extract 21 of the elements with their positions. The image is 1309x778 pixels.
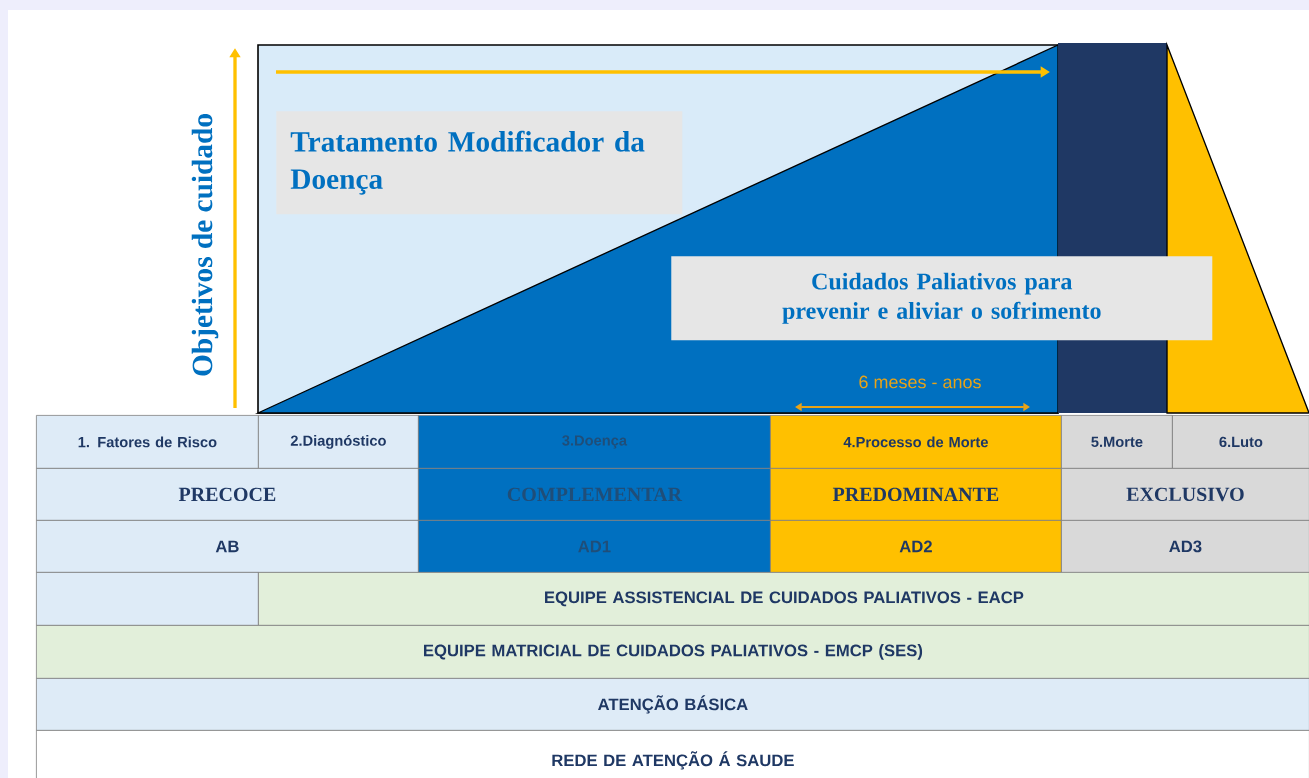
- table-cell: AD3: [1061, 520, 1309, 573]
- table-cell: 3.Doença: [418, 415, 771, 469]
- table-cell: 4.Processo de Morte: [770, 415, 1062, 469]
- dimension-label: 6 meses - anos: [859, 375, 981, 389]
- table-cell: EQUIPE ASSISTENCIAL DE CUIDADOS PALIATIVOS - EACP: [258, 572, 1309, 626]
- table-cell: [36, 572, 259, 626]
- table-cell: EQUIPE MATRICIAL DE CUIDADOS PALIATIVOS - EMCP (SES): [36, 625, 1309, 679]
- table-cell: 6.Luto: [1172, 415, 1309, 469]
- table-cell: REDE DE ATENÇÃO Á SAUDE: [36, 730, 1309, 778]
- text-box: Cuidados Paliativos para prevenir e aliviar o sofrimento: [671, 256, 1213, 341]
- table-cell: AD2: [770, 520, 1062, 573]
- table-cell: 2.Diagnóstico: [258, 415, 419, 469]
- table-cell: AB: [36, 520, 419, 573]
- table-cell: 1. Fatores de Risco: [36, 415, 259, 469]
- table-cell: 5.Morte: [1061, 415, 1173, 469]
- text-box: Tratamento Modificador da Doença: [276, 111, 683, 215]
- axis-label: Objetivos de cuidado: [191, 114, 219, 376]
- table-cell: AD1: [418, 520, 771, 573]
- table-cell: ATENÇÃO BÁSICA: [36, 678, 1309, 731]
- table-cell: PREDOMINANTE: [770, 468, 1062, 521]
- table-cell: COMPLEMENTAR: [418, 468, 771, 521]
